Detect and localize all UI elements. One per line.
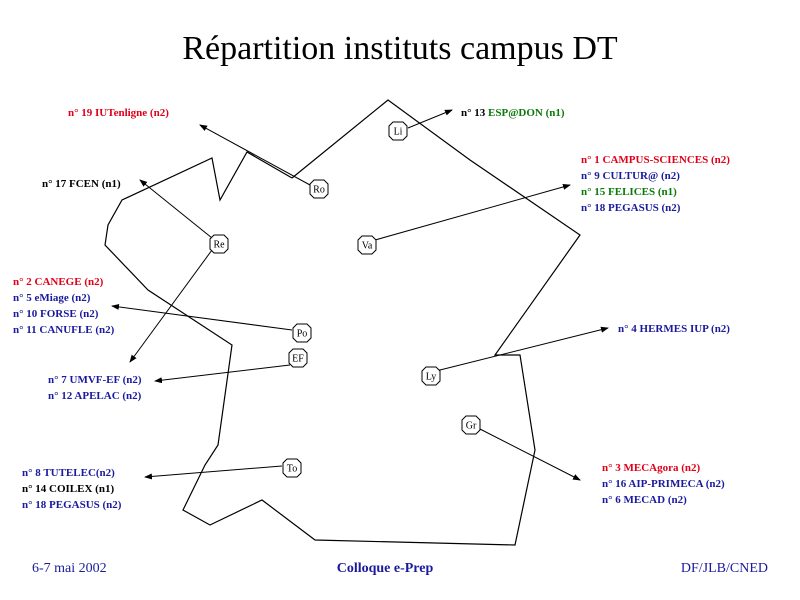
arrow-va <box>367 184 571 243</box>
arrow-gr <box>477 427 581 481</box>
institute-label: n° 15 FELICES (n1) <box>581 186 677 198</box>
label-group-ro: n° 19 IUTenligne (n2) <box>68 105 169 121</box>
node-po: Po <box>292 323 312 343</box>
label-group-gr: n° 3 MECAgora (n2) n° 16 AIP-PRIMECA (n2)… <box>602 460 725 508</box>
arrow-to <box>144 465 283 480</box>
page-title: Répartition instituts campus DT <box>182 30 618 67</box>
svg-text:Po: Po <box>297 329 308 340</box>
node-ly: Ly <box>421 366 441 386</box>
svg-text:Gr: Gr <box>466 421 477 432</box>
svg-text:Re: Re <box>213 240 225 251</box>
institute-label: n° 16 AIP-PRIMECA (n2) <box>602 478 725 490</box>
arrow-li <box>407 109 453 129</box>
node-re: Re <box>209 234 229 254</box>
footer-credit: DF/JLB/CNED <box>680 561 768 576</box>
label-group-li: n° 13 ESP@DON (n1) <box>461 105 565 121</box>
label-group-po: n° 2 CANEGE (n2) n° 5 eMiage (n2) n° 10 FO… <box>13 274 114 338</box>
svg-text:Ro: Ro <box>313 185 325 196</box>
institute-label: n° 9 CULTUR@ (n2) <box>581 170 680 182</box>
footer-event: Colloque e-Prep <box>336 561 434 576</box>
arrow-re-up <box>139 179 213 239</box>
node-gr: Gr <box>461 415 481 435</box>
label-group-to: n° 8 TUTELEC(n2) n° 14 COILEX (n1) n° 18 P… <box>22 465 121 513</box>
arrow-ro <box>199 124 311 186</box>
svg-text:Va: Va <box>362 241 373 252</box>
institute-label: n° 14 COILEX (n1) <box>22 483 115 495</box>
institute-label: n° 10 FORSE (n2) <box>13 308 99 320</box>
arrow-ef <box>154 364 291 384</box>
institute-label: n° 5 eMiage (n2) <box>13 292 91 304</box>
institute-label: n° 3 MECAgora (n2) <box>602 462 701 474</box>
svg-text:Li: Li <box>394 127 403 138</box>
label-group-ly: n° 4 HERMES IUP (n2) <box>618 321 730 337</box>
label-group-re: n° 17 FCEN (n1) <box>42 176 121 192</box>
institute-label-part: n° 13 <box>461 107 489 119</box>
institute-label: n° 18 PEGASUS (n2) <box>22 499 122 511</box>
institute-label-part: ESP@DON (n1) <box>488 107 565 119</box>
institute-label: n° 12 APELAC (n2) <box>48 390 142 402</box>
footer-date: 6-7 mai 2002 <box>32 561 107 576</box>
node-va: Va <box>357 235 377 255</box>
institute-label: n° 8 TUTELEC(n2) <box>22 467 115 479</box>
node-to: To <box>282 458 302 478</box>
node-li: Li <box>388 121 408 141</box>
svg-text:To: To <box>287 464 297 475</box>
institute-label: n° 11 CANUFLE (n2) <box>13 324 115 336</box>
label-group-va: n° 1 CAMPUS-SCIENCES (n2) n° 9 CULTUR@ (n… <box>581 152 730 216</box>
institute-label: n° 4 HERMES IUP (n2) <box>618 323 730 335</box>
svg-text:Ly: Ly <box>426 372 437 383</box>
institute-label: n° 19 IUTenligne (n2) <box>68 107 169 119</box>
label-group-ef: n° 7 UMVF-EF (n2) n° 12 APELAC (n2) <box>48 372 142 404</box>
node-ro: Ro <box>309 179 329 199</box>
node-ef: EF <box>288 348 308 368</box>
arrow-ly <box>431 326 609 373</box>
france-outline <box>104 99 581 546</box>
institute-label: n° 17 FCEN (n1) <box>42 178 121 190</box>
institute-label: n° 13 ESP@DON (n1) <box>461 105 565 121</box>
svg-text:EF: EF <box>292 354 304 365</box>
institute-label: n° 1 CAMPUS-SCIENCES (n2) <box>581 154 730 166</box>
arrow-re-down <box>129 249 213 363</box>
institute-label: n° 2 CANEGE (n2) <box>13 276 104 288</box>
arrow-po <box>111 303 293 331</box>
institute-label: n° 18 PEGASUS (n2) <box>581 202 681 214</box>
institute-label: n° 7 UMVF-EF (n2) <box>48 374 142 386</box>
institute-label: n° 6 MECAD (n2) <box>602 494 687 506</box>
